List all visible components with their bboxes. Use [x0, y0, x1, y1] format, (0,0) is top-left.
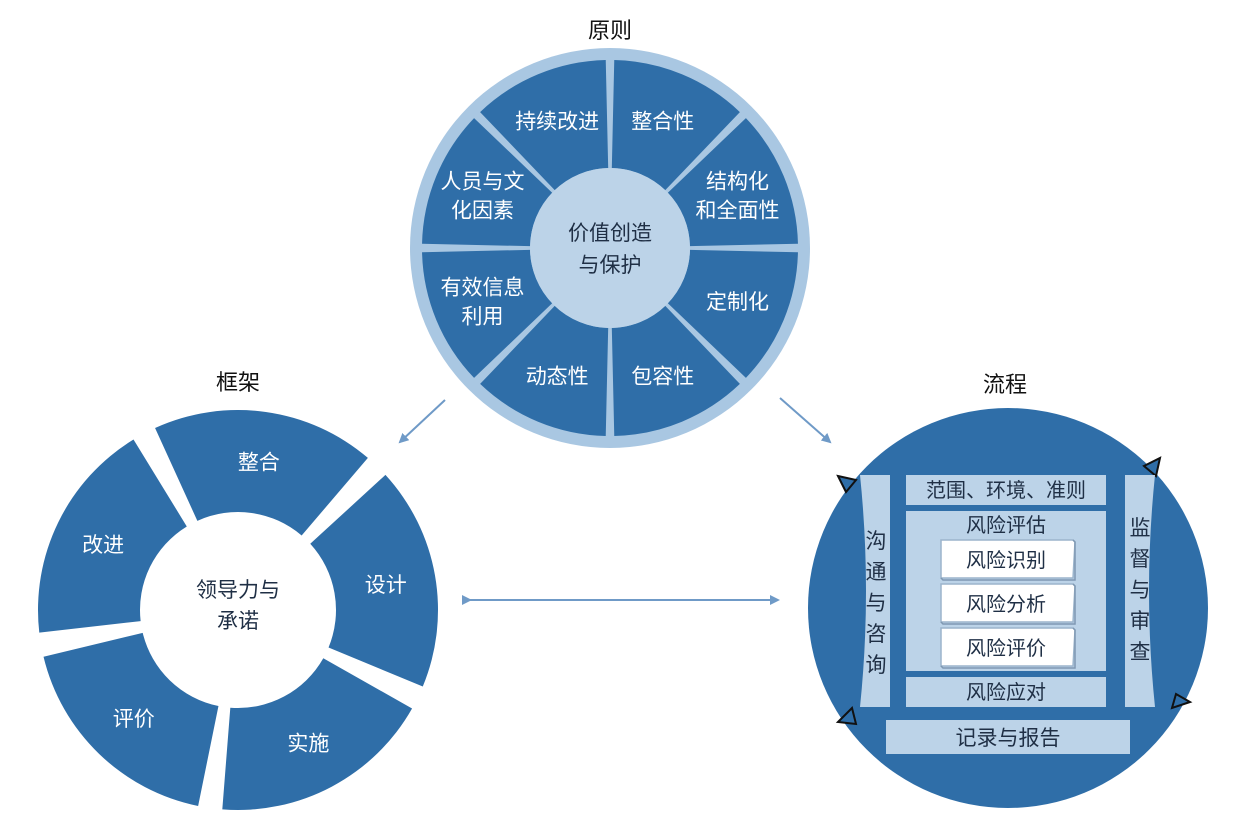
treatment-box — [906, 677, 1106, 707]
framework-segment-1 — [155, 409, 368, 536]
principle-segment-3 — [667, 249, 798, 378]
framework-label-5: 改进 — [82, 533, 124, 557]
process-triangle-top-left — [836, 474, 858, 494]
process-group: 流程 沟 通 与 咨 询 监 督 与 审 查 范围、环境、准则 风险评估 风险识… — [808, 373, 1208, 808]
principle-label-8-line-1: 持续改进 — [515, 110, 599, 134]
framework-segment-5 — [38, 439, 187, 633]
framework-title: 框架 — [216, 371, 260, 396]
step-evaluation: 风险评价 — [940, 627, 1076, 669]
framework-segment-4 — [43, 632, 219, 806]
communication-char-1: 沟 — [866, 529, 887, 553]
principle-segment-7 — [422, 118, 553, 247]
communication-char-3: 与 — [866, 591, 887, 615]
principle-segment-6 — [422, 249, 553, 378]
connector-arrows — [398, 397, 832, 605]
step-evaluation-shadow — [940, 627, 1076, 669]
step-identification-label: 风险识别 — [966, 548, 1046, 572]
principle-label-2-line-1: 结构化 — [706, 170, 769, 194]
step-analysis-shadow — [940, 583, 1076, 625]
arrow-to-framework — [398, 399, 446, 444]
monitoring-char-2: 督 — [1130, 547, 1151, 571]
framework-segment-2 — [310, 474, 438, 687]
monitoring-char-3: 与 — [1130, 578, 1151, 602]
step-analysis-label: 风险分析 — [966, 592, 1046, 616]
communication-char-5: 询 — [866, 653, 887, 677]
framework-label-2: 设计 — [365, 573, 407, 597]
recording-label: 记录与报告 — [956, 726, 1061, 750]
step-evaluation-label: 风险评价 — [966, 636, 1046, 660]
framework-label-1: 整合 — [238, 450, 280, 474]
step-analysis-box — [940, 583, 1076, 623]
monitoring-char-5: 查 — [1130, 640, 1151, 664]
principle-label-5-line-1: 动态性 — [526, 364, 589, 388]
principles-hub-line-2: 与保护 — [579, 253, 642, 277]
treatment-label: 风险应对 — [966, 680, 1046, 704]
principle-label-3-line-1: 定制化 — [706, 290, 769, 314]
principle-segment-2 — [667, 118, 798, 247]
principle-label-1-line-1: 整合性 — [631, 110, 694, 134]
framework-segment-3 — [222, 658, 413, 810]
principle-label-2-line-2: 和全面性 — [695, 199, 779, 223]
monitoring-char-1: 监 — [1130, 516, 1151, 540]
communication-bar — [860, 475, 890, 707]
principle-segment-5 — [480, 305, 609, 436]
step-evaluation-box — [940, 627, 1076, 667]
framework-hub-line-2: 承诺 — [217, 609, 259, 633]
framework-hub-line-1: 领导力与 — [196, 578, 280, 602]
step-identification-shadow — [940, 539, 1076, 581]
communication-char-2: 通 — [866, 560, 887, 584]
process-triangle-bottom-left — [835, 706, 858, 726]
scope-label: 范围、环境、准则 — [926, 478, 1086, 502]
principle-segment-1 — [611, 60, 740, 191]
framework-label-4: 评价 — [113, 707, 155, 731]
arrow-to-process — [779, 397, 832, 444]
scope-box — [906, 475, 1106, 505]
principle-segment-8 — [480, 60, 609, 191]
framework-label-3: 实施 — [287, 731, 329, 755]
step-identification-box — [940, 539, 1076, 579]
principle-segment-4 — [611, 305, 740, 436]
principle-label-7-line-2: 化因素 — [451, 199, 514, 223]
principles-group: 原则 整合性结构化和全面性定制化包容性动态性有效信息利用人员与文化因素持续改进 … — [410, 19, 810, 448]
communication-char-4: 咨 — [866, 622, 887, 646]
process-triangle-top-right — [1142, 456, 1162, 478]
process-triangle-bottom-right — [1170, 692, 1193, 710]
monitoring-char-4: 审 — [1130, 609, 1151, 633]
principles-hub-line-1: 价值创造 — [568, 221, 652, 245]
assessment-title: 风险评估 — [966, 513, 1046, 537]
process-title: 流程 — [983, 373, 1027, 398]
recording-box — [886, 720, 1130, 754]
monitoring-bar — [1125, 475, 1155, 707]
principles-hub — [530, 168, 690, 328]
step-identification: 风险识别 — [940, 539, 1076, 581]
principle-label-6-line-2: 利用 — [462, 304, 504, 328]
principle-label-4-line-1: 包容性 — [631, 364, 694, 388]
principle-label-6-line-1: 有效信息 — [441, 275, 525, 299]
principles-title: 原则 — [588, 19, 632, 44]
step-analysis: 风险分析 — [940, 583, 1076, 625]
principle-label-7-line-1: 人员与文 — [441, 170, 525, 194]
